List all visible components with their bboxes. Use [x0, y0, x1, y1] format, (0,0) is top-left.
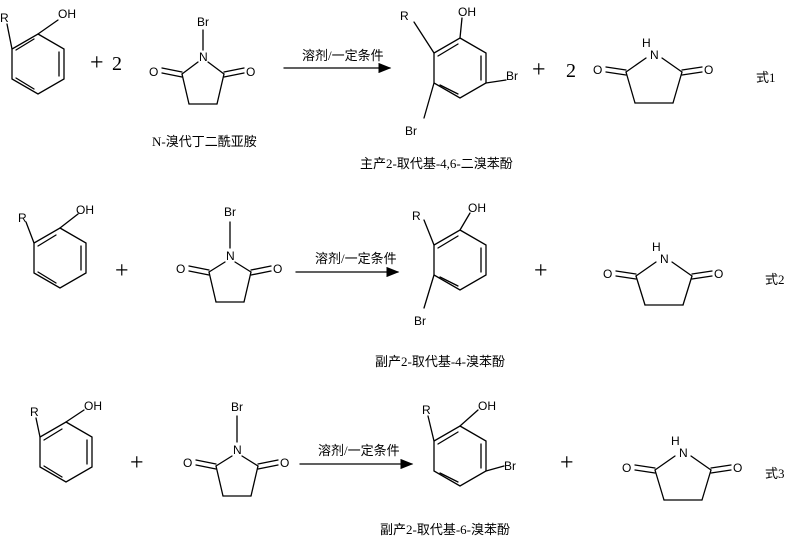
atom-label-n: N	[199, 50, 208, 64]
atom-label-o: O	[280, 456, 289, 470]
equation-label: 式2	[765, 272, 785, 287]
atom-label-r: R	[412, 209, 421, 223]
atom-label-n: N	[233, 443, 242, 457]
atom-label-o: O	[176, 262, 185, 276]
atom-label-br: Br	[224, 205, 236, 219]
atom-label-h: H	[671, 434, 680, 448]
phenol-structure: R OH	[18, 203, 94, 289]
coefficient-2: 2	[566, 60, 576, 82]
equation-label: 式1	[756, 70, 776, 85]
reaction-2: R OH + Br N O O 溶剂/一定条件	[18, 201, 785, 369]
atom-label-o: O	[733, 461, 742, 475]
reagent-caption: N-溴代丁二酰亚胺	[152, 134, 257, 149]
plus-sign: +	[560, 450, 574, 476]
nbs-structure: Br N O O	[149, 15, 255, 105]
phenol-structure: R OH	[30, 399, 102, 483]
atom-label-br: Br	[414, 314, 426, 328]
reaction-1: R OH + 2 Br N O O N-溴代丁二酰亚胺 溶剂/一定条件	[0, 5, 776, 171]
atom-label-o: O	[149, 65, 158, 79]
atom-label-r: R	[18, 211, 27, 225]
atom-label-r: R	[30, 405, 39, 419]
atom-label-br: Br	[405, 124, 417, 138]
reaction-condition: 溶剂/一定条件	[302, 48, 384, 63]
succinimide-structure: H N O O	[622, 434, 742, 501]
atom-label-o: O	[622, 461, 631, 475]
product-caption: 副产2-取代基-4-溴苯酚	[375, 354, 505, 369]
atom-label-h: H	[652, 240, 661, 254]
atom-label-oh: OH	[468, 201, 486, 215]
atom-label-n: N	[650, 48, 659, 62]
product-dibromophenol-structure: R OH Br Br	[400, 5, 518, 138]
atom-label-oh: OH	[478, 399, 496, 413]
product-monobromophenol-structure: R OH Br	[412, 201, 487, 328]
atom-label-n: N	[660, 252, 669, 266]
atom-label-o: O	[273, 262, 282, 276]
product-6-bromophenol-structure: R OH Br	[422, 399, 516, 487]
atom-label-n: N	[679, 446, 688, 460]
coefficient-2: 2	[112, 53, 122, 75]
succinimide-structure: H N O O	[593, 36, 713, 104]
atom-label-oh: OH	[458, 5, 476, 19]
equation-label: 式3	[765, 466, 785, 481]
atom-label-oh: OH	[76, 203, 94, 217]
atom-label-o: O	[714, 267, 723, 281]
atom-label-oh: OH	[84, 399, 102, 413]
reaction-3: R OH + Br N O O 溶剂/一定条件	[30, 399, 785, 537]
plus-sign: +	[130, 450, 144, 476]
plus-sign: +	[532, 57, 546, 83]
product-caption: 副产2-取代基-6-溴苯酚	[380, 522, 510, 537]
atom-label-o: O	[603, 267, 612, 281]
succinimide-structure: H N O O	[603, 240, 723, 306]
atom-label-br: Br	[197, 15, 209, 29]
reaction-condition: 溶剂/一定条件	[315, 251, 397, 266]
atom-label-r: R	[422, 403, 431, 417]
atom-label-r: R	[400, 9, 409, 23]
atom-label-r: R	[0, 11, 9, 25]
atom-label-br: Br	[231, 400, 243, 414]
atom-label-o: O	[246, 65, 255, 79]
plus-sign: +	[115, 258, 129, 284]
plus-sign: +	[534, 258, 548, 284]
atom-label-oh: OH	[58, 7, 76, 21]
atom-label-o: O	[183, 456, 192, 470]
plus-sign: +	[90, 50, 104, 76]
nbs-structure: Br N O O	[183, 400, 289, 497]
nbs-structure: Br N O O	[176, 205, 282, 303]
atom-label-br: Br	[506, 69, 518, 83]
atom-label-h: H	[642, 36, 651, 50]
product-caption: 主产2-取代基-4,6-二溴苯酚	[360, 156, 513, 171]
reaction-condition: 溶剂/一定条件	[318, 443, 400, 458]
atom-label-o: O	[704, 63, 713, 77]
atom-label-n: N	[226, 249, 235, 263]
atom-label-o: O	[593, 63, 602, 77]
atom-label-br: Br	[504, 459, 516, 473]
phenol-structure: R OH	[0, 7, 76, 95]
